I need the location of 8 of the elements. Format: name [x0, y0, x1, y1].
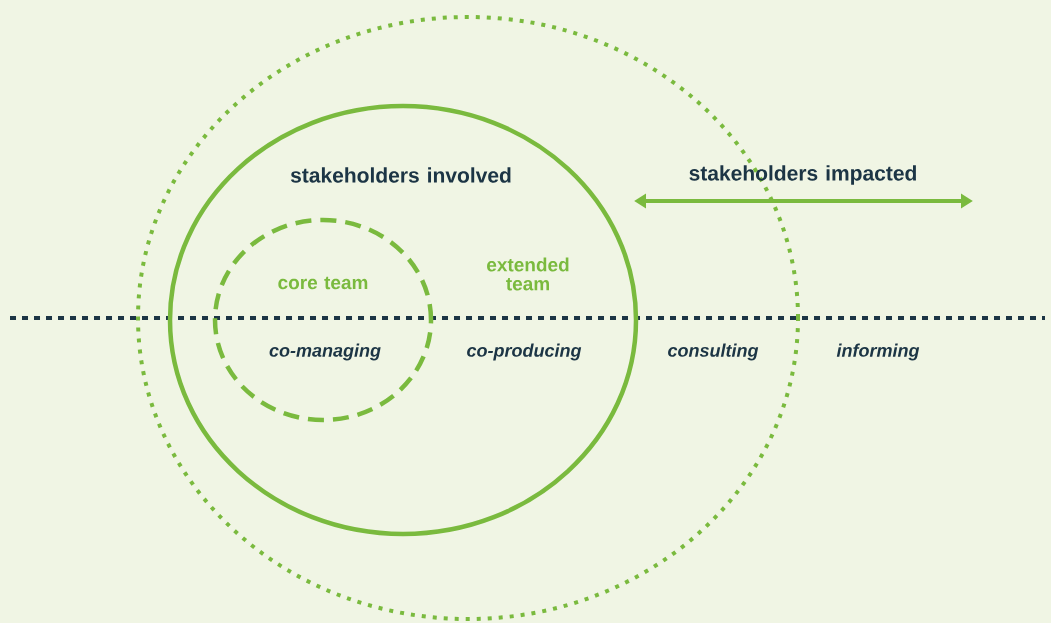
level-label: co-managing	[269, 343, 381, 361]
level-label: consulting	[668, 343, 759, 361]
heading: stakeholders impacted	[689, 165, 916, 185]
group-label: extended team	[487, 257, 569, 291]
level-label: co-producing	[467, 343, 582, 361]
group-label: core team	[278, 276, 368, 290]
heading: stakeholders involved	[290, 167, 511, 183]
level-label: informing	[836, 343, 920, 361]
